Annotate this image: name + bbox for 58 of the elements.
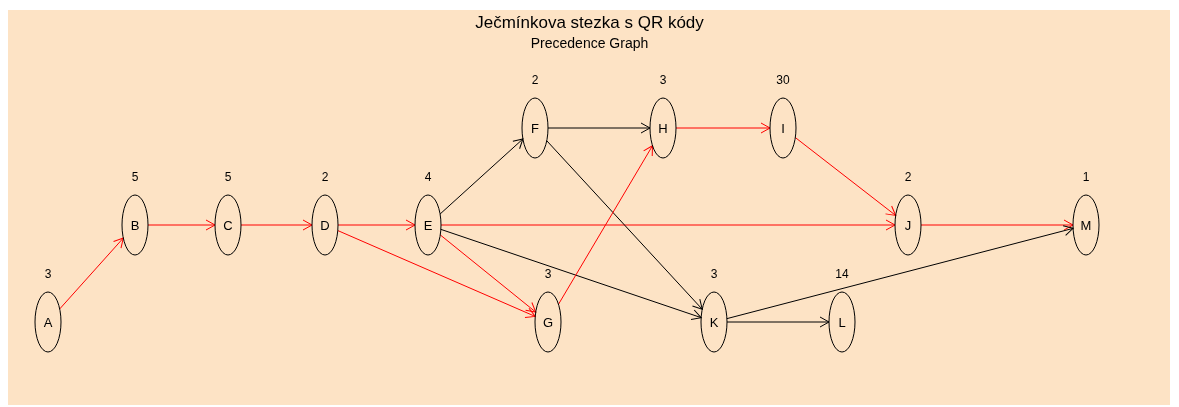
node-label: F <box>531 121 539 135</box>
node-label: L <box>838 315 846 329</box>
node-label: J <box>904 218 912 232</box>
activity-node <box>828 291 856 353</box>
node-label: G <box>542 315 554 329</box>
activity-node <box>894 194 922 256</box>
activity-node <box>34 291 62 353</box>
node-label: H <box>658 121 668 135</box>
activity-node <box>414 194 442 256</box>
diagram-subtitle: Precedence Graph <box>530 36 649 50</box>
arrow <box>675 122 771 134</box>
activity-node <box>521 97 549 159</box>
arrow <box>440 228 702 320</box>
duration-label: 2 <box>321 171 329 183</box>
node-label: C <box>223 218 233 232</box>
arrow <box>794 137 897 216</box>
arrow <box>547 122 651 134</box>
arrow <box>337 219 416 231</box>
activity-node <box>649 97 677 159</box>
duration-label: 5 <box>224 171 232 183</box>
node-label: A <box>43 315 53 329</box>
node-label: K <box>709 315 719 329</box>
duration-label: 3 <box>659 74 667 86</box>
arrow <box>440 219 896 231</box>
arrow <box>546 140 703 310</box>
duration-label: 1 <box>1082 171 1090 183</box>
arrow <box>726 316 830 328</box>
duration-label: 14 <box>835 268 849 280</box>
diagram-title: Ječmínkova stezka s QR kódy <box>475 14 704 31</box>
duration-label: 2 <box>531 74 539 86</box>
duration-label: 3 <box>710 268 718 280</box>
duration-label: 2 <box>904 171 912 183</box>
arrow <box>726 225 1074 320</box>
duration-label: 3 <box>544 268 552 280</box>
activity-node <box>534 291 562 353</box>
duration-label: 3 <box>44 268 52 280</box>
node-label: D <box>320 218 330 232</box>
arrow <box>337 230 536 318</box>
arrow <box>558 145 653 305</box>
node-label: M <box>1080 218 1092 232</box>
arrow <box>147 219 216 231</box>
activity-node <box>1072 194 1100 256</box>
arrow <box>439 234 537 313</box>
arrow <box>439 138 524 215</box>
activity-node <box>311 194 339 256</box>
duration-label: 4 <box>424 171 432 183</box>
arrow <box>920 219 1074 231</box>
node-label: E <box>423 218 433 232</box>
node-label: I <box>781 121 785 135</box>
duration-label: 5 <box>131 171 139 183</box>
duration-label: 30 <box>776 74 790 86</box>
activity-node <box>769 97 797 159</box>
activity-node <box>121 194 149 256</box>
arrow <box>240 219 313 231</box>
arrow <box>59 237 124 310</box>
node-label: B <box>130 218 140 232</box>
activity-node <box>700 291 728 353</box>
activity-node <box>214 194 242 256</box>
